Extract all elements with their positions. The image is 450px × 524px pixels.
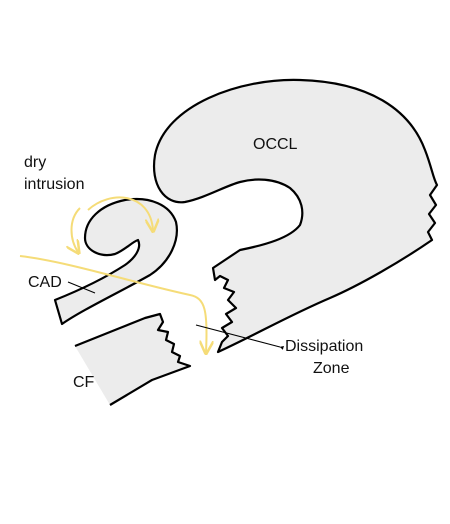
cad-leader bbox=[67, 281, 96, 294]
dry-intrusion-arrow-2 bbox=[87, 196, 153, 230]
cf-band-outline bbox=[74, 312, 192, 406]
occl-band bbox=[152, 78, 439, 354]
dry-intrusion-arrow-3 bbox=[19, 255, 207, 352]
label-zone: Zone bbox=[313, 360, 350, 377]
cf-band bbox=[75, 314, 190, 405]
label-dissipation: Dissipation bbox=[285, 338, 363, 355]
dissipation-leader bbox=[195, 324, 284, 350]
dry-intrusion-arrow-1 bbox=[72, 207, 81, 252]
label-cf: CF bbox=[73, 374, 95, 391]
label-intrusion: intrusion bbox=[24, 176, 84, 193]
label-dry: dry bbox=[24, 154, 46, 171]
label-occl: OCCL bbox=[253, 136, 298, 153]
label-cad: CAD bbox=[28, 274, 62, 291]
